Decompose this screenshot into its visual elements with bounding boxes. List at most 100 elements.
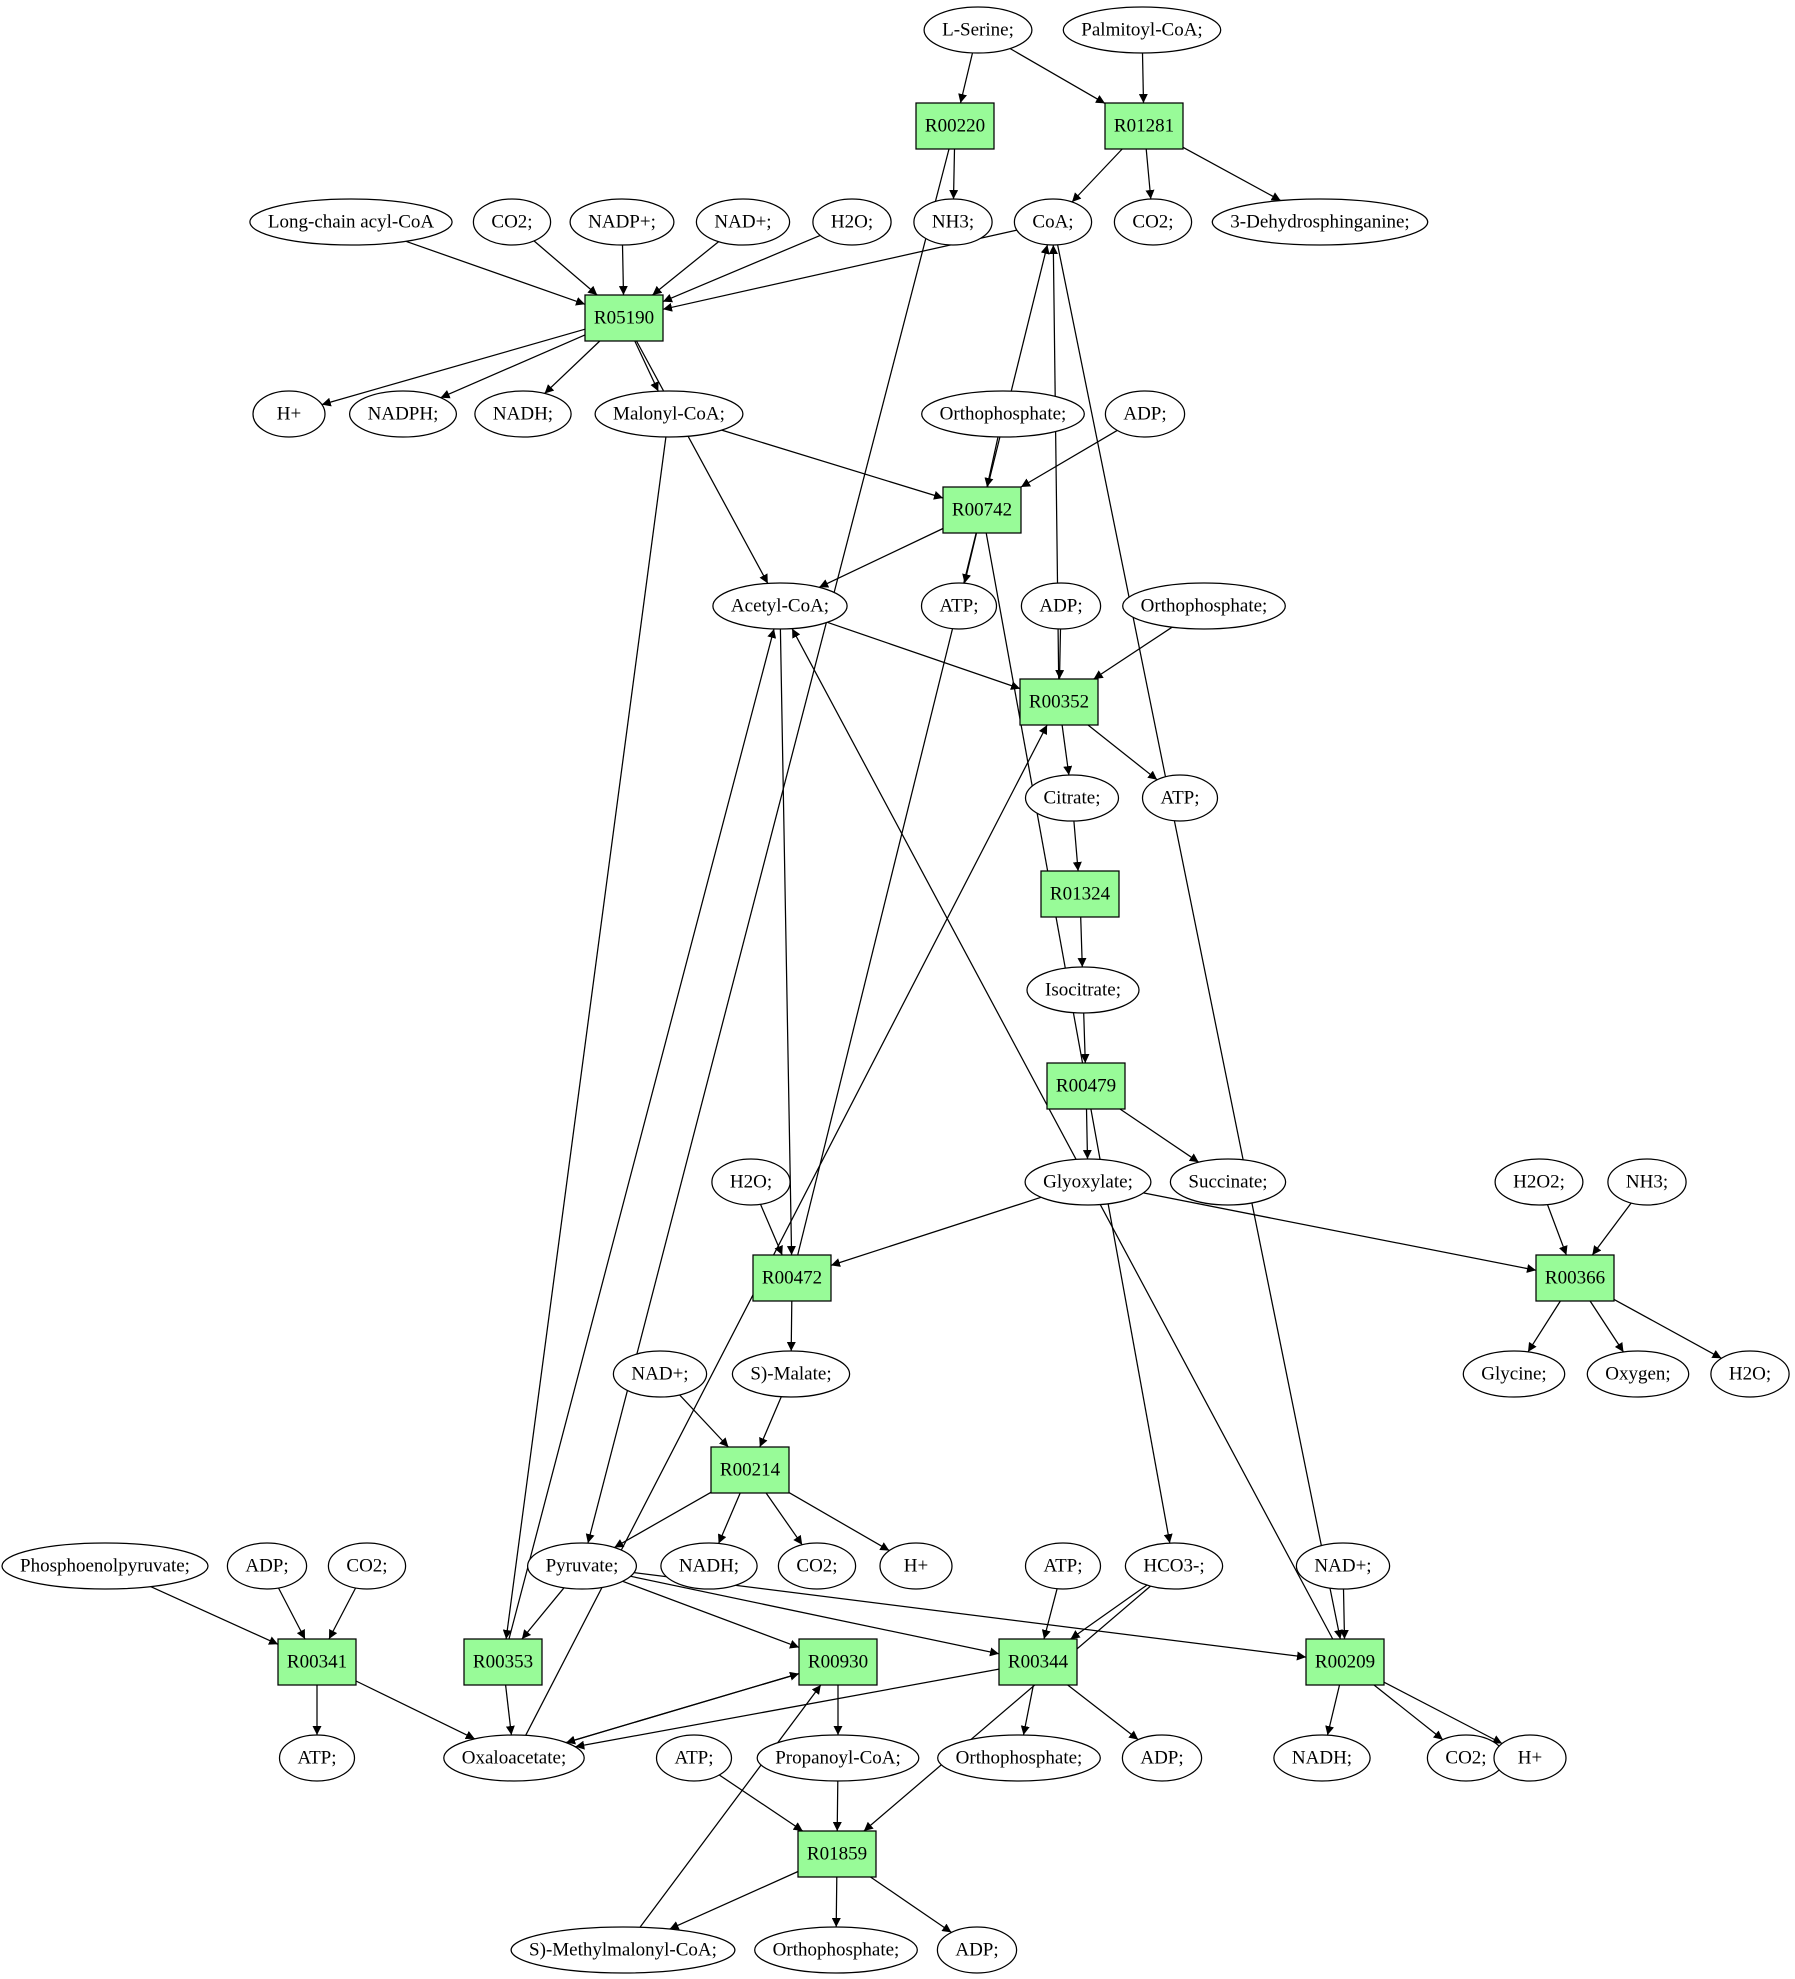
node-label: ADP; (955, 1940, 998, 1961)
edge-r00353-to-acetylcoa (508, 628, 777, 1640)
compound-node-adp-b: ADP; (1020, 582, 1102, 630)
compound-node-h2o2: H2O2; (1494, 1158, 1584, 1206)
edge-r00479-to-glyoxylate (1082, 1108, 1092, 1160)
edge-h2o-b-to-r00472 (759, 1204, 783, 1256)
reaction-box (998, 1638, 1078, 1686)
compound-ellipse (1062, 6, 1222, 54)
edge-r00930-to-oxaloacetate (565, 1673, 800, 1745)
edge-r00214-to-nadh-b (718, 1492, 741, 1544)
reaction-box (1046, 1062, 1126, 1110)
edge-r01859-to-smethyl (669, 1870, 799, 1930)
node-label: H2O; (1729, 1364, 1771, 1385)
node-label: Isocitrate; (1045, 980, 1121, 1001)
node-label: Glyoxylate; (1043, 1172, 1133, 1193)
edge-r01281-to-dehydro (1182, 146, 1281, 202)
edge-pyruvate-to-r00930 (622, 1580, 800, 1649)
compound-node-lserine: L-Serine; (923, 6, 1033, 54)
edge-glyoxylate-to-r00472 (830, 1196, 1042, 1267)
reaction-box (710, 1446, 790, 1494)
compound-ellipse (594, 390, 744, 438)
node-label: H+ (277, 404, 301, 425)
node-label: ATP; (939, 596, 978, 617)
node-label: R00341 (287, 1652, 347, 1673)
edge-r01324-to-isocitrate (1077, 916, 1087, 968)
compound-ellipse (1124, 1542, 1224, 1590)
compound-ellipse (1024, 1542, 1102, 1590)
compound-node-hco3: HCO3-; (1124, 1542, 1224, 1590)
reaction-node-r01324: R01324 (1040, 870, 1120, 918)
node-label: R01324 (1050, 884, 1111, 905)
compound-ellipse (1024, 1158, 1152, 1206)
node-label: R00479 (1056, 1076, 1116, 1097)
compound-node-propanoylcoa: Propanoyl-CoA; (756, 1734, 920, 1782)
compound-ellipse (936, 1926, 1018, 1974)
compound-ellipse (1462, 1350, 1566, 1398)
compound-ellipse (526, 1542, 638, 1590)
edge-r01281-to-co2-b (1145, 148, 1155, 200)
edge-r00366-to-oxygen (1589, 1300, 1625, 1353)
edge-malonylcoa-to-r00742 (721, 429, 944, 500)
node-label: R00352 (1029, 692, 1089, 713)
reaction-node-r00366: R00366 (1535, 1254, 1615, 1302)
compound-node-nadh-b: NADH; (660, 1542, 758, 1590)
compound-node-dehydro: 3-Dehydrosphinganine; (1211, 198, 1429, 246)
node-label: Succinate; (1188, 1172, 1267, 1193)
compound-node-orthop-a: Orthophosphate; (921, 390, 1085, 438)
reaction-box (1104, 102, 1184, 150)
compound-ellipse (921, 390, 1085, 438)
edge-citrate-to-r01324 (1072, 820, 1082, 872)
node-label: ATP; (1160, 788, 1199, 809)
node-label: ATP; (1043, 1556, 1082, 1577)
edge-r00209-to-hplus-c (1383, 1681, 1503, 1745)
edge-r05190-to-hplus-a (321, 328, 586, 407)
reaction-node-r00214: R00214 (710, 1446, 790, 1494)
reaction-node-r00352: R00352 (1019, 678, 1099, 726)
compound-node-atp-e: ATP; (655, 1734, 733, 1782)
node-label: NAD+; (714, 212, 771, 233)
edge-r01859-to-adp-e (870, 1876, 952, 1933)
compound-ellipse (1013, 198, 1093, 246)
compound-ellipse (913, 198, 993, 246)
node-label: H2O2; (1513, 1172, 1565, 1193)
compound-node-smethyl: S)-Methylmalonyl-CoA; (510, 1926, 736, 1974)
compound-node-succinate: Succinate; (1169, 1158, 1287, 1206)
compound-node-nad-b: NAD+; (612, 1350, 708, 1398)
edge-r00220-to-pyruvate (585, 148, 950, 1544)
compound-ellipse (249, 198, 453, 246)
compound-ellipse (937, 1734, 1101, 1782)
edge-lserine-to-r00220 (958, 52, 974, 104)
compound-node-smalate: S)-Malate; (731, 1350, 851, 1398)
node-label: Malonyl-CoA; (613, 404, 725, 425)
compound-ellipse (756, 1734, 920, 1782)
compound-ellipse (1020, 582, 1102, 630)
compound-node-co2-e: CO2; (1426, 1734, 1506, 1782)
edge-r05190-to-acetylcoa (635, 340, 769, 584)
node-label: Oxaloacetate; (462, 1748, 566, 1769)
compound-node-nh3-a: NH3; (913, 198, 993, 246)
compound-node-co2-c: CO2; (777, 1542, 857, 1590)
edge-r00209-to-nadh-c (1325, 1684, 1341, 1736)
edge-r01859-to-orthop-d (831, 1876, 841, 1928)
compound-ellipse (711, 1158, 791, 1206)
node-label: Oxygen; (1605, 1364, 1670, 1385)
reaction-box (1019, 678, 1099, 726)
node-label: ATP; (674, 1748, 713, 1769)
edge-acetylcoa-to-r00472 (779, 628, 796, 1256)
compound-ellipse (1169, 1158, 1287, 1206)
edges-layer (150, 47, 1722, 1933)
compound-node-adp-c: ADP; (226, 1542, 308, 1590)
compound-ellipse (712, 582, 848, 630)
compound-node-nadh-c: NADH; (1273, 1734, 1371, 1782)
node-label: Orthophosphate; (940, 404, 1067, 425)
compound-node-adp-e: ADP; (936, 1926, 1018, 1974)
edge-adp-c-to-r00341 (277, 1587, 306, 1640)
compound-node-oxaloacetate: Oxaloacetate; (443, 1734, 585, 1782)
compound-ellipse (660, 1542, 758, 1590)
edge-r05190-to-nadh-a (544, 340, 601, 394)
edge-lserine-to-r01281 (1009, 47, 1106, 104)
reaction-box (752, 1254, 832, 1302)
reaction-node-r01859: R01859 (797, 1830, 877, 1878)
node-label: S)-Malate; (750, 1364, 831, 1385)
compound-node-nh3-b: NH3; (1607, 1158, 1687, 1206)
compound-node-nad-c: NAD+; (1295, 1542, 1391, 1590)
